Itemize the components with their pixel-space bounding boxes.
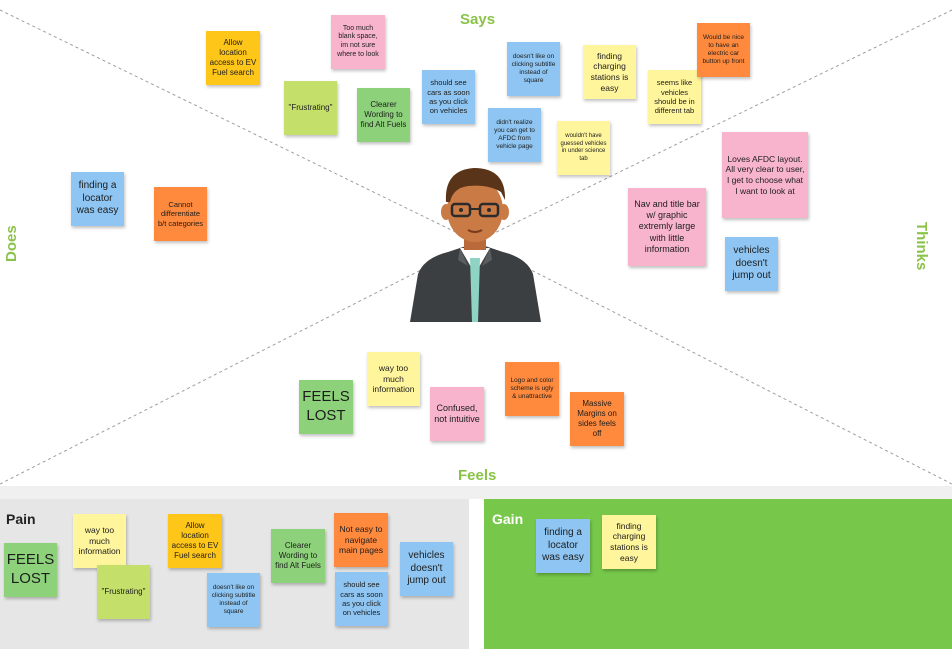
sticky-note: Logo and color scheme is ugly & unattrac…	[505, 362, 559, 416]
sticky-note: finding a locator was easy	[536, 519, 590, 573]
sticky-note: Massive Margins on sides feels off	[570, 392, 624, 446]
pain-title: Pain	[6, 511, 36, 527]
sticky-note: Confused, not intuitive	[430, 387, 484, 441]
gain-panel: Gain finding a locator was easy finding …	[484, 499, 952, 649]
gain-title: Gain	[492, 511, 524, 527]
persona-avatar-icon	[410, 168, 541, 322]
sticky-note: wouldn't have guessed vehicles in under …	[557, 121, 610, 175]
sticky-note: Not easy to navigate main pages	[334, 513, 388, 567]
sticky-note: should see cars as soon as you click on …	[422, 70, 475, 124]
sticky-note: way too much information	[73, 514, 126, 568]
panel-separator	[0, 486, 952, 499]
sticky-note: Clearer Wording to find Alt Fuels	[357, 88, 410, 142]
sticky-note: "Frustrating"	[284, 81, 337, 135]
pain-panel: Pain FEELS LOST way too much information…	[0, 499, 469, 649]
sticky-note: FEELS LOST	[299, 380, 353, 434]
says-label: Says	[460, 11, 496, 28]
sticky-note: didn't realize you can get to AFDC from …	[488, 108, 541, 162]
sticky-note: doesn't like on clicking subtitle instea…	[207, 573, 260, 627]
sticky-note: Allow location access to EV Fuel search	[168, 514, 222, 568]
sticky-note: Cannot differentiate b/t categories	[154, 187, 207, 241]
quadrant-divider-lines	[0, 9, 952, 485]
sticky-note: Allow location access to EV Fuel search	[206, 31, 260, 85]
thinks-label: Thinks	[913, 222, 930, 271]
feels-label: Feels	[458, 467, 497, 484]
sticky-note: finding charging stations is easy	[583, 45, 636, 99]
sticky-note: finding a locator was easy	[71, 172, 124, 226]
sticky-note: Loves AFDC layout. All very clear to use…	[722, 132, 808, 218]
sticky-note: should see cars as soon as you click on …	[335, 572, 388, 626]
sticky-note: Would be nice to have an electric car bu…	[697, 23, 750, 77]
sticky-note: doesn't like on clicking subtitle instea…	[507, 42, 560, 96]
sticky-note: way too much information	[367, 352, 420, 406]
sticky-note: vehicles doesn't jump out	[400, 542, 453, 596]
sticky-note: Clearer Wording to find Alt Fuels	[271, 529, 325, 583]
sticky-note: FEELS LOST	[4, 543, 57, 597]
sticky-note: "Frustrating"	[97, 565, 150, 619]
sticky-note: seems like vehicles should be in differe…	[648, 70, 701, 124]
sticky-note: finding charging stations is easy	[602, 515, 656, 569]
sticky-note: Too much blank space, im not sure where …	[331, 15, 385, 69]
sticky-note: Nav and title bar w/ graphic extremly la…	[628, 188, 706, 266]
does-label: Does	[3, 225, 20, 262]
sticky-note: vehicles doesn't jump out	[725, 237, 778, 291]
